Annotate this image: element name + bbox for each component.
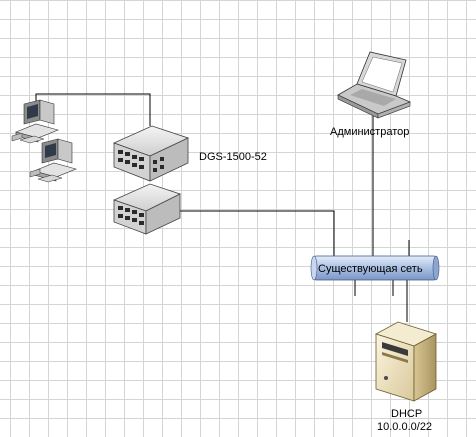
switch-bottom	[112, 183, 182, 235]
link-switch-bottom-to-network	[180, 210, 335, 256]
connection-lines	[35, 93, 410, 322]
dhcp-server	[374, 321, 438, 402]
admin-label: Администратор	[330, 126, 409, 138]
workstation-computer-bottom	[29, 138, 77, 183]
dhcp-subnet-label: 10.0.0.0/22	[377, 421, 432, 433]
network-bus	[310, 255, 440, 281]
laptop-admin	[337, 51, 412, 119]
link-pcs-to-switch-top	[35, 93, 151, 126]
switch-top	[112, 125, 190, 182]
network-label: Существующая сеть	[318, 263, 423, 275]
workstation-computer-top	[11, 99, 59, 144]
switch-label: DGS-1500-52	[199, 151, 267, 163]
dhcp-name-label: DHCP	[391, 408, 422, 420]
